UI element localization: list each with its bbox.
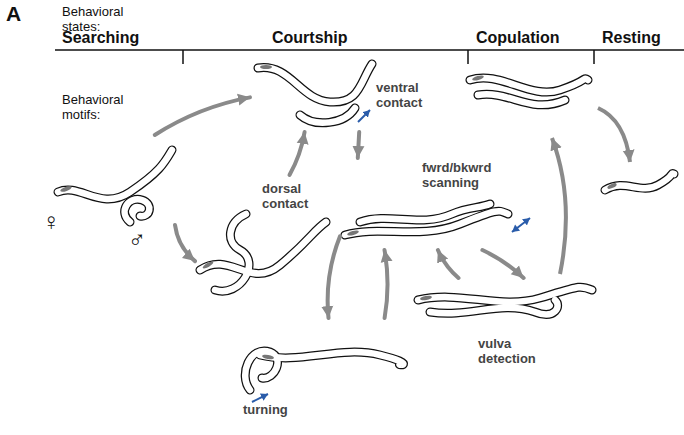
panel-letter: A [6, 2, 36, 26]
transition-arrow [328, 236, 340, 318]
worm-outlines [58, 64, 674, 390]
state-arrows [552, 108, 630, 274]
motif-label: vulva detection [478, 336, 548, 366]
motif-label: fwrd/bkwrd scanning [422, 160, 516, 190]
motif-label: dorsal contact [262, 181, 322, 211]
transition-arrow [385, 250, 388, 318]
behavior-motif: ventral contact [250, 55, 432, 132]
transition-arrow [155, 97, 250, 135]
motif-label: turning [243, 402, 313, 417]
sex-symbol: ♂ [128, 227, 152, 253]
row-heading: Behavioral motifs: [62, 92, 140, 122]
behavior-motif: dorsal contact [195, 175, 330, 298]
transition-arrow [358, 132, 359, 158]
transition-arrow [482, 250, 523, 278]
transition-arrow [175, 225, 195, 261]
sex-symbol: ♀ [42, 209, 66, 235]
behavior-motif: ♀♂ [40, 135, 175, 255]
behavior-motif: vulva detection [412, 278, 598, 378]
state-name: Copulation [476, 28, 591, 47]
motif-label: ventral contact [376, 80, 430, 110]
state-name: Searching [62, 28, 182, 47]
transition-arrow [290, 132, 305, 175]
state-name: Resting [602, 28, 682, 47]
behavior-motif: fwrd/bkwrd scanning [340, 158, 518, 250]
pharynx-marks [60, 65, 618, 360]
state-name: Courtship [272, 28, 392, 47]
worm-bodies [58, 64, 674, 390]
transition-arrow [438, 250, 459, 278]
behavior-motif: turning [235, 318, 405, 425]
